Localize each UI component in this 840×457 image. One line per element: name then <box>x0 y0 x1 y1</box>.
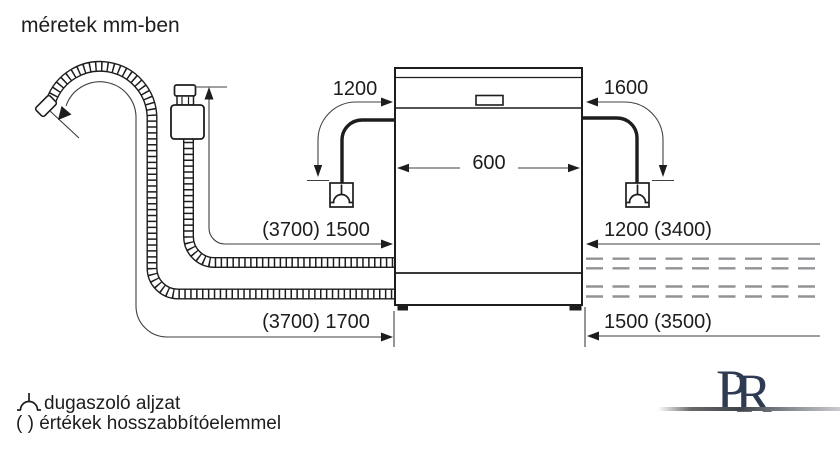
dimension-label-inlet-left: (3700) 1500 <box>262 219 370 241</box>
logo-letter-r: R <box>735 363 772 424</box>
drain-hose-end-cap <box>34 94 58 118</box>
socket-legend-icon <box>17 393 41 411</box>
extension-hoses-dashed <box>586 257 818 298</box>
appliance-foot-right <box>569 305 582 311</box>
dimension-label-drain-left: (3700) 1700 <box>262 311 370 333</box>
power-socket-right-icon <box>625 182 650 208</box>
right-lower-dimension <box>584 307 820 347</box>
drain-length-dimension <box>49 81 393 342</box>
inlet-length-dimension <box>195 86 393 249</box>
power-socket-left-icon <box>329 182 354 208</box>
drain-hose-icon <box>34 60 395 300</box>
dimension-label-width: 600 <box>472 152 506 174</box>
right-upper-dimension <box>586 239 820 249</box>
page-title: méretek mm-ben <box>21 14 180 37</box>
dimension-label-right-upper: 1200 (3400) <box>604 219 712 241</box>
cable-left-dimension <box>307 97 393 182</box>
dimension-label-right-lower: 1500 (3500) <box>604 311 712 333</box>
width-dimension <box>397 163 580 173</box>
dimension-label-cable-right: 1600 <box>603 77 649 99</box>
control-panel-display <box>475 94 504 106</box>
aquastop-valve-icon <box>170 84 205 140</box>
inlet-hose-icon <box>183 130 395 268</box>
cable-right-dimension <box>586 97 674 182</box>
logo-underline <box>658 407 840 411</box>
appliance-foot-left <box>397 305 408 311</box>
power-cable-left <box>340 118 395 184</box>
legend-socket-label: dugaszoló aljzat <box>44 393 181 414</box>
dimension-label-cable-left: 1200 <box>332 78 378 100</box>
power-cable-right <box>582 116 639 184</box>
legend-parentheses-label: ( ) értékek hosszabbítóelemmel <box>16 413 282 434</box>
dishwasher-outline <box>394 67 583 311</box>
